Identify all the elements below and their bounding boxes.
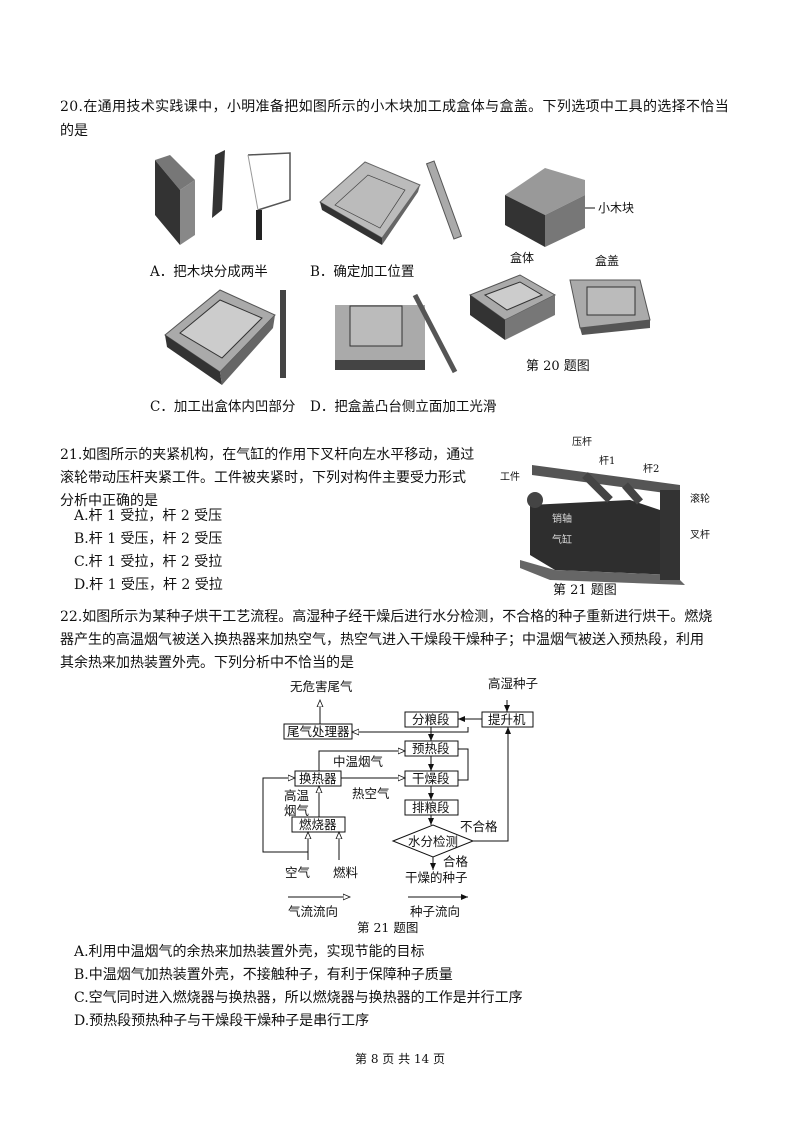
marked-block-image bbox=[319, 161, 421, 245]
q20-option-a: A．把木块分成两半 bbox=[150, 264, 268, 280]
q21-option-d: D.杆 1 受压，杆 2 受拉 bbox=[74, 577, 223, 593]
label-hot-air: 热空气 bbox=[352, 786, 390, 801]
label-press-bar: 压杆 bbox=[572, 436, 592, 448]
q22-stem-line1: 22.如图所示为某种子烘干工艺流程。高湿种子经干燥后进行水分检测，不合格的种子重… bbox=[60, 609, 713, 625]
q22-option-c: C.空气同时进入燃烧器与换热器，所以燃烧器与换热器的工作是并行工序 bbox=[74, 990, 523, 1006]
node-elevator: 提升机 bbox=[488, 712, 526, 727]
coping-saw-icon bbox=[247, 152, 291, 240]
label-roller: 滚轮 bbox=[690, 492, 710, 505]
q22-option-d: D.预热段预热种子与干燥段干燥种子是串行工序 bbox=[74, 1013, 370, 1029]
hollow-box-image bbox=[164, 289, 276, 385]
q22-option-a: A.利用中温烟气的余热来加热装置外壳，实现节能的目标 bbox=[74, 944, 425, 960]
q21-option-c: C.杆 1 受拉，杆 2 受拉 bbox=[74, 554, 223, 570]
lid-boss-image bbox=[335, 305, 425, 370]
q22-stem-line3: 其余热来加热装置外壳。下列分析中不恰当的是 bbox=[60, 655, 354, 671]
label-fail: 不合格 bbox=[460, 819, 498, 834]
node-grain-split: 分粮段 bbox=[412, 712, 450, 727]
q22-caption: 第 21 题图 bbox=[357, 920, 418, 935]
q20-stem-line1: 20.在通用技术实践课中，小明准备把如图所示的小木块加工成盒体与盒盖。下列选项中… bbox=[60, 99, 730, 115]
label-pass: 合格 bbox=[443, 854, 469, 869]
q20-stem-line2: 的是 bbox=[60, 123, 88, 139]
file-tool-icon bbox=[412, 293, 458, 374]
label-bar2: 杆2 bbox=[643, 463, 659, 475]
node-dried-seeds: 干燥的种子 bbox=[405, 870, 468, 885]
q21-clamp-figure: 销轴 气缸 压杆 杆1 杆2 工件 滚轮 叉杆 bbox=[500, 436, 710, 585]
q21-option-a: A.杆 1 受拉，杆 2 受压 bbox=[74, 508, 223, 524]
label-small-block: 小木块 bbox=[598, 201, 634, 215]
page-footer: 第 8 页 共 14 页 bbox=[355, 1052, 445, 1066]
node-grain-discharge: 排粮段 bbox=[412, 800, 450, 815]
q20-option-b: B．确定加工位置 bbox=[310, 264, 415, 280]
label-bar1: 杆1 bbox=[599, 455, 615, 467]
q20-figure: 小木块 盒体 盒盖 bbox=[155, 150, 651, 385]
label-workpiece: 工件 bbox=[500, 471, 520, 483]
q21-stem-line1: 21.如图所示的夹紧机构，在气缸的作用下叉杆向左水平移动，通过 bbox=[60, 447, 475, 463]
label-mid-temp-gas: 中温烟气 bbox=[333, 754, 384, 769]
node-harmless-exhaust: 无危害尾气 bbox=[290, 679, 353, 694]
node-burner: 燃烧器 bbox=[299, 817, 337, 832]
q20-caption: 第 20 题图 bbox=[526, 359, 590, 374]
label-high-temp-1: 高温 bbox=[284, 788, 310, 803]
chisel-icon bbox=[280, 290, 286, 378]
q21-option-b: B.杆 1 受压，杆 2 受压 bbox=[74, 531, 223, 547]
node-fuel: 燃料 bbox=[333, 865, 359, 880]
q21-stem-line3: 分析中正确的是 bbox=[60, 493, 158, 509]
label-pin: 销轴 bbox=[552, 512, 572, 525]
small-wood-block-image bbox=[505, 168, 595, 247]
node-wet-seeds: 高湿种子 bbox=[488, 676, 538, 691]
node-preheat: 预热段 bbox=[412, 741, 450, 756]
legend-seed-flow: 种子流向 bbox=[410, 904, 460, 919]
q21-stem-line2: 滚轮带动压杆夹紧工件。工件被夹紧时，下列对构件主要受力形式 bbox=[60, 470, 466, 486]
box-body-image bbox=[468, 274, 557, 340]
node-heat-exchanger: 换热器 bbox=[299, 771, 337, 786]
steel-ruler-icon bbox=[425, 160, 463, 240]
legend-air-flow: 气流流向 bbox=[288, 904, 338, 919]
label-box-body: 盒体 bbox=[510, 250, 534, 265]
node-air: 空气 bbox=[285, 865, 311, 880]
q22-option-b: B.中温烟气加热装置外壳，不接触种子，有利于保障种子质量 bbox=[74, 967, 453, 983]
q22-stem-line2: 器产生的高温烟气被送入换热器来加热空气，热空气进入干燥段干燥种子；中温烟气被送入… bbox=[60, 632, 704, 648]
q21-caption: 第 21 题图 bbox=[553, 583, 617, 598]
label-fork: 叉杆 bbox=[690, 529, 710, 541]
label-high-temp-2: 烟气 bbox=[284, 803, 310, 818]
node-exhaust-processor: 尾气处理器 bbox=[287, 724, 350, 739]
label-box-lid: 盒盖 bbox=[595, 253, 619, 268]
split-block-image bbox=[155, 150, 225, 245]
node-moisture-check: 水分检测 bbox=[408, 834, 458, 849]
box-lid-image bbox=[569, 279, 651, 335]
q20-option-d: D．把盒盖凸台侧立面加工光滑 bbox=[310, 399, 497, 415]
node-drying: 干燥段 bbox=[412, 771, 450, 786]
q20-option-c: C．加工出盒体内凹部分 bbox=[150, 399, 296, 415]
label-cylinder: 气缸 bbox=[552, 533, 572, 546]
